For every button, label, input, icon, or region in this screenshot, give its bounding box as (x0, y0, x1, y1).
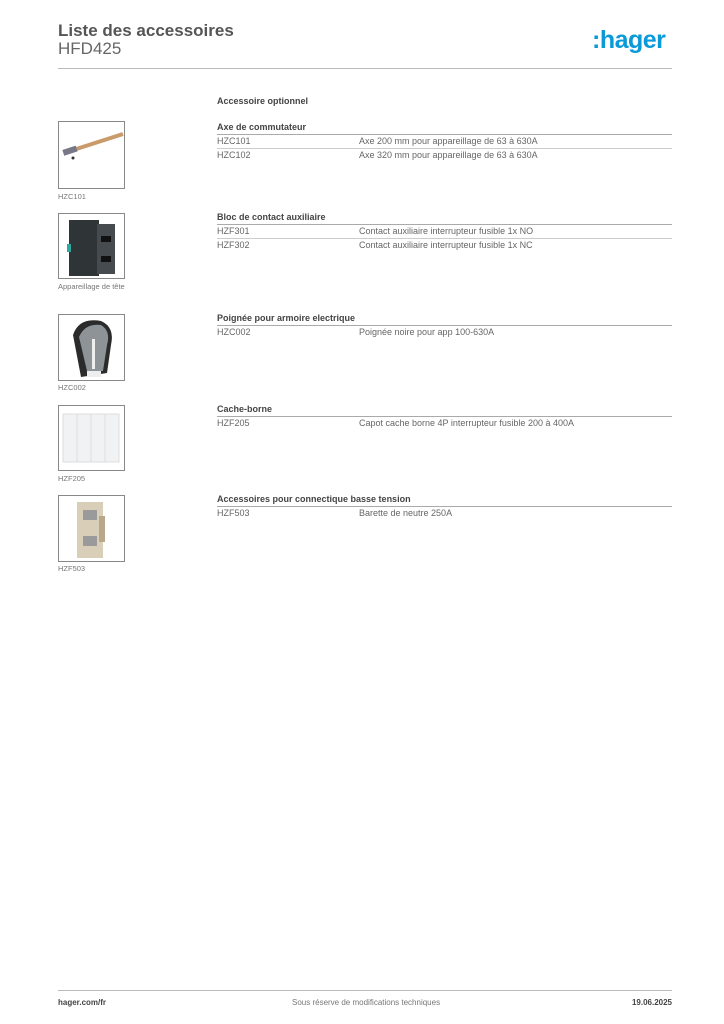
article-code: HZF205 (217, 418, 250, 428)
group-title: Accessoires pour connectique basse tensi… (217, 494, 672, 507)
section-title: Accessoire optionnel (217, 96, 309, 106)
group-title: Bloc de contact auxiliaire (217, 212, 672, 225)
article-code: HZC002 (217, 327, 251, 337)
article-code: HZF302 (217, 240, 250, 250)
article-description: Axe 200 mm pour appareillage de 63 à 630… (359, 136, 538, 146)
hager-logo: :hager (592, 26, 666, 54)
group-connectique-basse-tension: Accessoires pour connectique basse tensi… (217, 494, 672, 521)
footer-website[interactable]: hager.com/fr (58, 998, 107, 1007)
group-title: Axe de commutateur (217, 122, 672, 135)
table-row: HZF503 Barette de neutre 250A (217, 507, 672, 521)
group-title: Poignée pour armoire electrique (217, 313, 672, 326)
table-row: HZF302 Contact auxiliaire interrupteur fu… (217, 239, 672, 253)
footer-divider (58, 990, 672, 991)
group-cache-borne: Cache-borne HZF205 Capot cache borne 4P i… (217, 404, 672, 431)
page-title: Liste des accessoires (58, 21, 234, 40)
table-row: HZC102 Axe 320 mm pour appareillage de 63… (217, 149, 672, 163)
product-reference: HFD425 (58, 39, 122, 58)
image-caption: HZC101 (58, 192, 86, 201)
product-image-hzf301 (58, 213, 125, 279)
article-description: Axe 320 mm pour appareillage de 63 à 630… (359, 150, 538, 160)
group-poignee: Poignée pour armoire electrique HZC002 Po… (217, 313, 672, 340)
article-description: Poignée noire pour app 100-630A (359, 327, 495, 337)
image-caption: HZF503 (58, 564, 86, 573)
header-divider (58, 68, 672, 69)
image-caption: Appareillage de tête (58, 282, 125, 291)
article-description: Barette de neutre 250A (359, 508, 453, 518)
product-image-hzf205 (58, 405, 125, 471)
image-caption: HZC002 (58, 383, 86, 392)
group-title: Cache-borne (217, 404, 672, 417)
image-caption: HZF205 (58, 474, 86, 483)
article-description: Capot cache borne 4P interrupteur fusibl… (359, 418, 574, 428)
article-code: HZC101 (217, 136, 251, 146)
footer-note: Sous réserve de modifications techniques (292, 998, 441, 1007)
article-description: Contact auxiliaire interrupteur fusible … (359, 240, 533, 250)
table-row: HZF301 Contact auxiliaire interrupteur fu… (217, 225, 672, 239)
table-row: HZC002 Poignée noire pour app 100-630A (217, 326, 672, 340)
group-axe-de-commutateur: Axe de commutateur HZC101 Axe 200 mm pour… (217, 122, 672, 163)
footer-date: 19.06.2025 (631, 998, 672, 1007)
article-code: HZF503 (217, 508, 250, 518)
table-row: HZC101 Axe 200 mm pour appareillage de 63… (217, 135, 672, 149)
product-image-hzc002 (58, 314, 125, 381)
article-code: HZC102 (217, 150, 251, 160)
table-row: HZF205 Capot cache borne 4P interrupteur … (217, 417, 672, 431)
product-image-hzf503 (58, 495, 125, 562)
article-code: HZF301 (217, 226, 250, 236)
article-description: Contact auxiliaire interrupteur fusible … (359, 226, 534, 236)
product-image-hzc101 (58, 121, 125, 189)
